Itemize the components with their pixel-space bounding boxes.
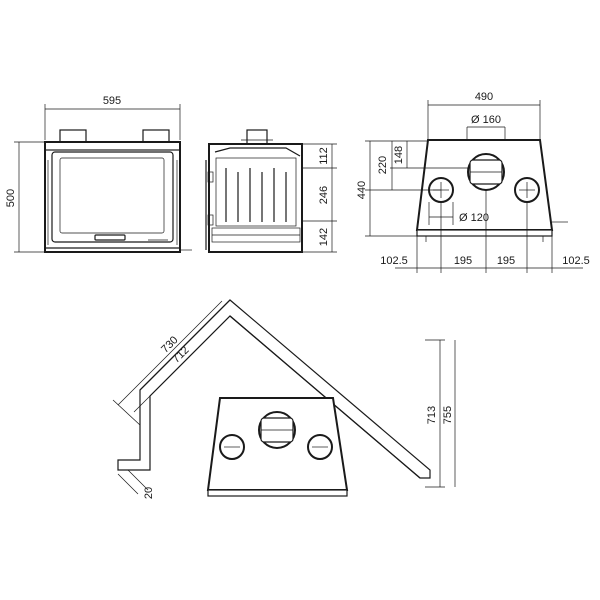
back-220-label: 220 [377,156,389,174]
side-top-baffle [214,147,301,157]
back-148-label: 148 [393,146,405,164]
corner-insert-base [207,489,348,497]
front-body [44,141,181,253]
front-door-handle [94,234,126,241]
back-width-label: 490 [475,91,493,103]
back-main-diam-label: Ø 160 [471,114,501,126]
corner-712-dim-line [133,315,231,413]
back-view: 490 Ø 160 Ø 120 44 [356,91,590,273]
corner-offset-dim-line [117,473,139,495]
corner-view: 730 712 20 713 755 [112,299,456,499]
side-seg-bottom-label: 142 [318,228,330,246]
corner-height-inner-label: 713 [426,406,438,424]
side-firebox [215,157,297,227]
side-collar [246,129,268,145]
back-bottom-mid-left-label: 195 [454,255,472,267]
corner-wall-outer-left [139,299,231,391]
back-bottom-left-label: 102.5 [380,255,408,267]
front-view: 595 500 [5,95,192,253]
back-bottom-mid-right-label: 195 [497,255,515,267]
back-small-diam-label: Ø 120 [459,212,489,224]
side-heat-fins [225,168,287,222]
back-height-label: 440 [356,181,368,199]
side-seg-top-label: 112 [318,147,330,165]
corner-offset-label: 20 [143,487,155,499]
side-body [208,143,303,253]
corner-dim-ext [112,399,141,426]
corner-offset-dim-line-2 [127,469,149,491]
front-door-frame [51,151,174,243]
front-width-label: 595 [103,95,121,107]
front-height-label: 500 [5,189,17,207]
corner-height-outer-label: 755 [442,406,454,424]
back-base-plate [416,229,553,237]
front-top-band [44,141,181,151]
side-hinge-bottom [207,214,214,226]
back-bottom-right-label: 102.5 [562,255,590,267]
side-seg-mid-label: 246 [318,186,330,204]
side-hinge-top [207,171,214,183]
side-view: 112 246 142 [205,129,337,253]
corner-wall-outer [117,299,431,479]
front-glass [59,157,165,234]
corner-730-dim-line [117,300,223,406]
